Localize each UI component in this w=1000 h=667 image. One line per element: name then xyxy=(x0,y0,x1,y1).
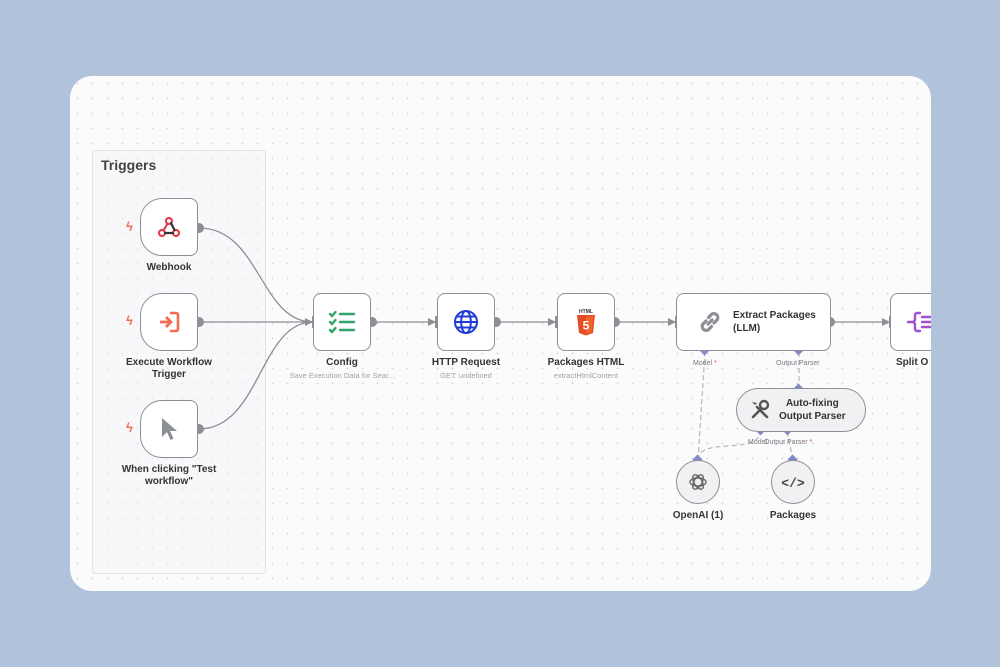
node-manual-trigger[interactable] xyxy=(140,400,198,458)
svg-text:5: 5 xyxy=(583,319,590,333)
port-label-output-parser: Output Parser xyxy=(776,360,820,367)
trigger-bolt-icon: ϟ xyxy=(126,420,133,435)
node-split-out[interactable] xyxy=(890,293,931,351)
node-execute-workflow-trigger[interactable] xyxy=(140,293,198,351)
node-label: Config xyxy=(326,357,358,368)
split-out-icon xyxy=(906,311,931,333)
port-label-output-parser: Output Parser * xyxy=(764,439,813,446)
edge-openai-autofix-model xyxy=(697,430,761,461)
link-icon xyxy=(700,312,720,332)
port-label-model: Model * xyxy=(693,360,717,367)
edge-manual-config xyxy=(198,321,314,430)
node-title: Auto-fixing Output Parser xyxy=(779,398,846,422)
html5-icon: HTML 5 xyxy=(577,309,595,336)
edge-openai-extract-model xyxy=(697,350,706,461)
code-icon: </> xyxy=(781,476,805,491)
node-label: Webhook xyxy=(146,262,192,273)
arrowheads xyxy=(305,318,890,326)
svg-text:HTML: HTML xyxy=(579,309,593,315)
node-label: Packages xyxy=(769,510,817,521)
node-packages-html[interactable]: HTML 5 xyxy=(557,293,615,351)
node-subtitle: extractHtmlContent xyxy=(553,371,619,380)
node-subtitle: Save Execution Data for Sear... xyxy=(289,371,395,380)
svg-text:</>: </> xyxy=(781,476,805,491)
node-config[interactable] xyxy=(313,293,371,351)
workflow-canvas[interactable]: Triggers xyxy=(70,76,931,591)
node-extract-packages-llm[interactable]: Extract Packages (LLM) xyxy=(676,293,831,351)
trigger-bolt-icon: ϟ xyxy=(126,313,133,328)
node-openai[interactable] xyxy=(676,460,720,504)
node-auto-fixing-output-parser[interactable]: Auto-fixing Output Parser xyxy=(736,388,866,432)
node-webhook[interactable] xyxy=(140,198,198,256)
node-label: Split O xyxy=(896,357,929,368)
checklist-icon xyxy=(328,310,356,334)
node-title: Extract Packages (LLM) xyxy=(733,310,816,334)
cursor-icon xyxy=(162,418,177,440)
tools-icon xyxy=(751,399,770,419)
group-title: Triggers xyxy=(101,157,157,173)
node-label: When clicking "Test workflow" xyxy=(121,464,217,487)
node-label: Execute Workflow Trigger xyxy=(126,357,212,380)
trigger-bolt-icon: ϟ xyxy=(126,219,133,234)
node-label: OpenAI (1) xyxy=(672,510,724,521)
node-label: HTTP Request xyxy=(431,357,501,368)
edge-webhook-config xyxy=(198,227,314,323)
node-label: Packages HTML xyxy=(547,357,625,368)
openai-icon xyxy=(689,474,707,490)
port-label-model: Model xyxy=(748,439,768,446)
webhook-icon xyxy=(157,216,181,238)
node-subtitle: GET: undefined xyxy=(440,371,492,380)
globe-icon xyxy=(454,310,478,334)
node-http-request[interactable] xyxy=(437,293,495,351)
sign-in-arrow-icon xyxy=(160,311,180,333)
node-packages-parser[interactable]: </> xyxy=(771,460,815,504)
